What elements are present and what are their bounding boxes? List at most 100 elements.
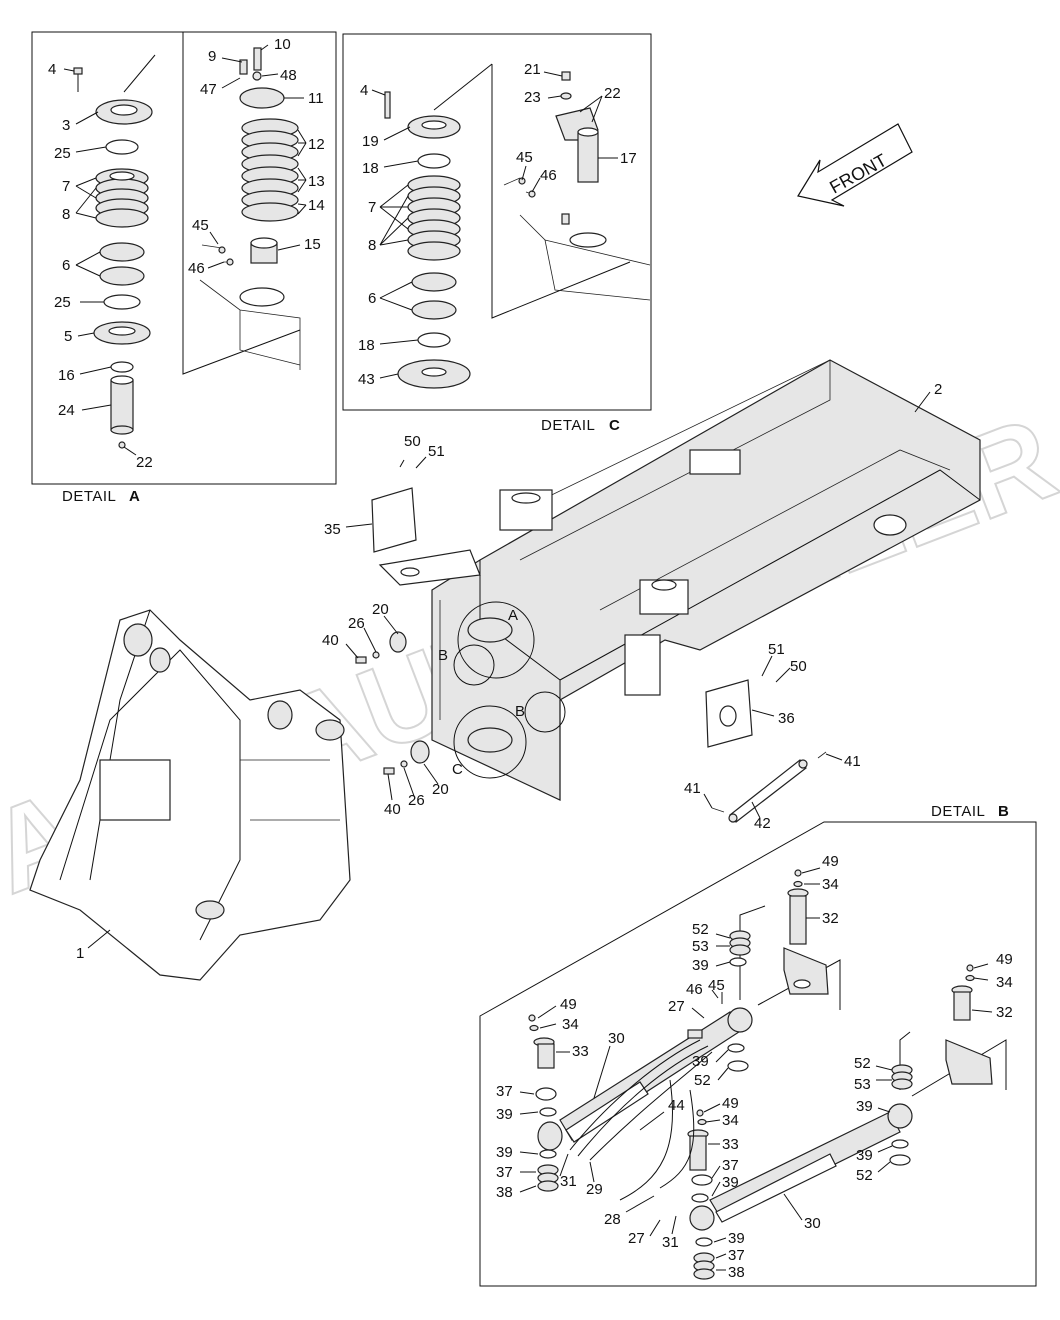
callout-m-40b: 40 (384, 801, 401, 818)
callout-c-6: 6 (368, 290, 376, 307)
callout-m-42: 42 (754, 815, 771, 832)
marker-circle-b2 (524, 691, 566, 733)
callout-b-49: 49 (822, 853, 839, 870)
callout-a-24: 24 (58, 402, 75, 419)
callout-b-34d: 34 (996, 974, 1013, 991)
callout-a-46: 46 (188, 260, 205, 277)
front-frame (29, 609, 351, 981)
callout-b-49b: 49 (560, 996, 577, 1013)
detail-a-slant (182, 32, 301, 375)
callout-b-49c: 49 (722, 1095, 739, 1112)
callout-c-17: 17 (620, 150, 637, 167)
callout-m-26b: 26 (408, 792, 425, 809)
detail-c-panel: 4 19 18 7 8 6 18 43 21 23 22 45 17 46 (342, 33, 652, 411)
callout-b-39: 39 (692, 957, 709, 974)
callout-b-33: 33 (572, 1043, 589, 1060)
callout-a-14: 14 (308, 197, 325, 214)
callout-c-45: 45 (516, 149, 533, 166)
cylinder-30-upper (537, 1007, 753, 1151)
callout-c-43: 43 (358, 371, 375, 388)
callout-b-32: 32 (822, 910, 839, 927)
detail-c-leaders (371, 71, 618, 379)
callout-b-39b: 39 (692, 1053, 709, 1070)
callout-b-53b: 53 (854, 1076, 871, 1093)
detail-a-frame (31, 31, 337, 485)
callout-a-25: 25 (54, 145, 71, 162)
callout-b-46: 46 (686, 981, 703, 998)
callout-b-39c: 39 (496, 1106, 513, 1123)
callout-b-31: 31 (560, 1173, 577, 1190)
callout-b-27b: 27 (628, 1230, 645, 1247)
callout-m-1: 1 (76, 945, 84, 962)
callout-a-11: 11 (308, 90, 324, 107)
callout-a-22: 22 (136, 454, 153, 471)
callout-b-45: 45 (708, 977, 725, 994)
callout-c-21: 21 (524, 61, 541, 78)
detail-b-frame (479, 821, 1037, 1287)
callout-b-34: 34 (822, 876, 839, 893)
callout-a-7: 7 (62, 178, 70, 195)
marker-circle-b1 (453, 644, 495, 686)
marker-a: A (508, 607, 518, 624)
cylinder-30-lower (689, 1103, 913, 1231)
front-arrow-shape (797, 123, 913, 207)
callout-b-37: 37 (496, 1083, 513, 1100)
callout-b-52: 52 (692, 921, 709, 938)
callout-b-52b: 52 (694, 1072, 711, 1089)
callout-a-5: 5 (64, 328, 72, 345)
callout-b-39d: 39 (496, 1144, 513, 1161)
callout-m-51: 51 (428, 443, 445, 460)
callout-b-37b: 37 (496, 1164, 513, 1181)
callout-m-20: 20 (372, 601, 389, 618)
callout-b-39f: 39 (728, 1230, 745, 1247)
callout-b-52c: 52 (854, 1055, 871, 1072)
callout-a-15: 15 (304, 236, 321, 253)
callout-b-27: 27 (668, 998, 685, 1015)
callout-m-41: 41 (844, 753, 861, 770)
callout-m-2: 2 (934, 381, 942, 398)
main-leaders (87, 391, 931, 949)
callout-b-30: 30 (608, 1030, 625, 1047)
front-arrow: FRONT (797, 123, 913, 207)
callout-a-9: 9 (208, 48, 216, 65)
callout-c-18: 18 (362, 160, 379, 177)
detail-c-left-stack (384, 63, 493, 389)
callout-b-39g: 39 (856, 1098, 873, 1115)
callout-b-52d: 52 (856, 1167, 873, 1184)
callout-c-23: 23 (524, 89, 541, 106)
callout-a-48: 48 (280, 67, 297, 84)
cover-35 (371, 487, 417, 553)
callout-a-8: 8 (62, 206, 70, 223)
callout-c-19: 19 (362, 133, 379, 150)
rear-frame (378, 359, 981, 801)
callout-a-16: 16 (58, 367, 75, 384)
callout-c-7: 7 (368, 199, 376, 216)
callout-b-39e: 39 (722, 1174, 739, 1191)
callout-m-51b: 51 (768, 641, 785, 658)
detail-a-right-stack (199, 47, 301, 370)
callout-m-40: 40 (322, 632, 339, 649)
callout-a-13: 13 (308, 173, 325, 190)
callout-b-33b: 33 (722, 1136, 739, 1153)
callout-m-50b: 50 (790, 658, 807, 675)
callout-c-22: 22 (604, 85, 621, 102)
marker-circle-c (453, 705, 527, 779)
detail-c-caption-word: DETAIL (541, 417, 595, 434)
callout-b-37c: 37 (722, 1157, 739, 1174)
callout-b-29: 29 (586, 1181, 603, 1198)
callout-b-53: 53 (692, 938, 709, 955)
callout-b-44: 44 (668, 1097, 685, 1114)
callout-b-30b: 30 (804, 1215, 821, 1232)
callout-c-4: 4 (360, 82, 368, 99)
callout-a-25b: 25 (54, 294, 71, 311)
callout-a-12: 12 (308, 136, 325, 153)
callout-m-50: 50 (404, 433, 421, 450)
bushing-set-upper (355, 631, 407, 664)
callout-a-45: 45 (192, 217, 209, 234)
detail-a-panel: 4 3 25 7 8 6 25 5 16 24 22 9 10 47 48 11… (31, 31, 337, 485)
callout-b-32b: 32 (996, 1004, 1013, 1021)
detail-c-right-stack (503, 71, 651, 301)
detail-b-caption-letter: B (998, 803, 1009, 820)
callout-a-4: 4 (48, 61, 56, 78)
